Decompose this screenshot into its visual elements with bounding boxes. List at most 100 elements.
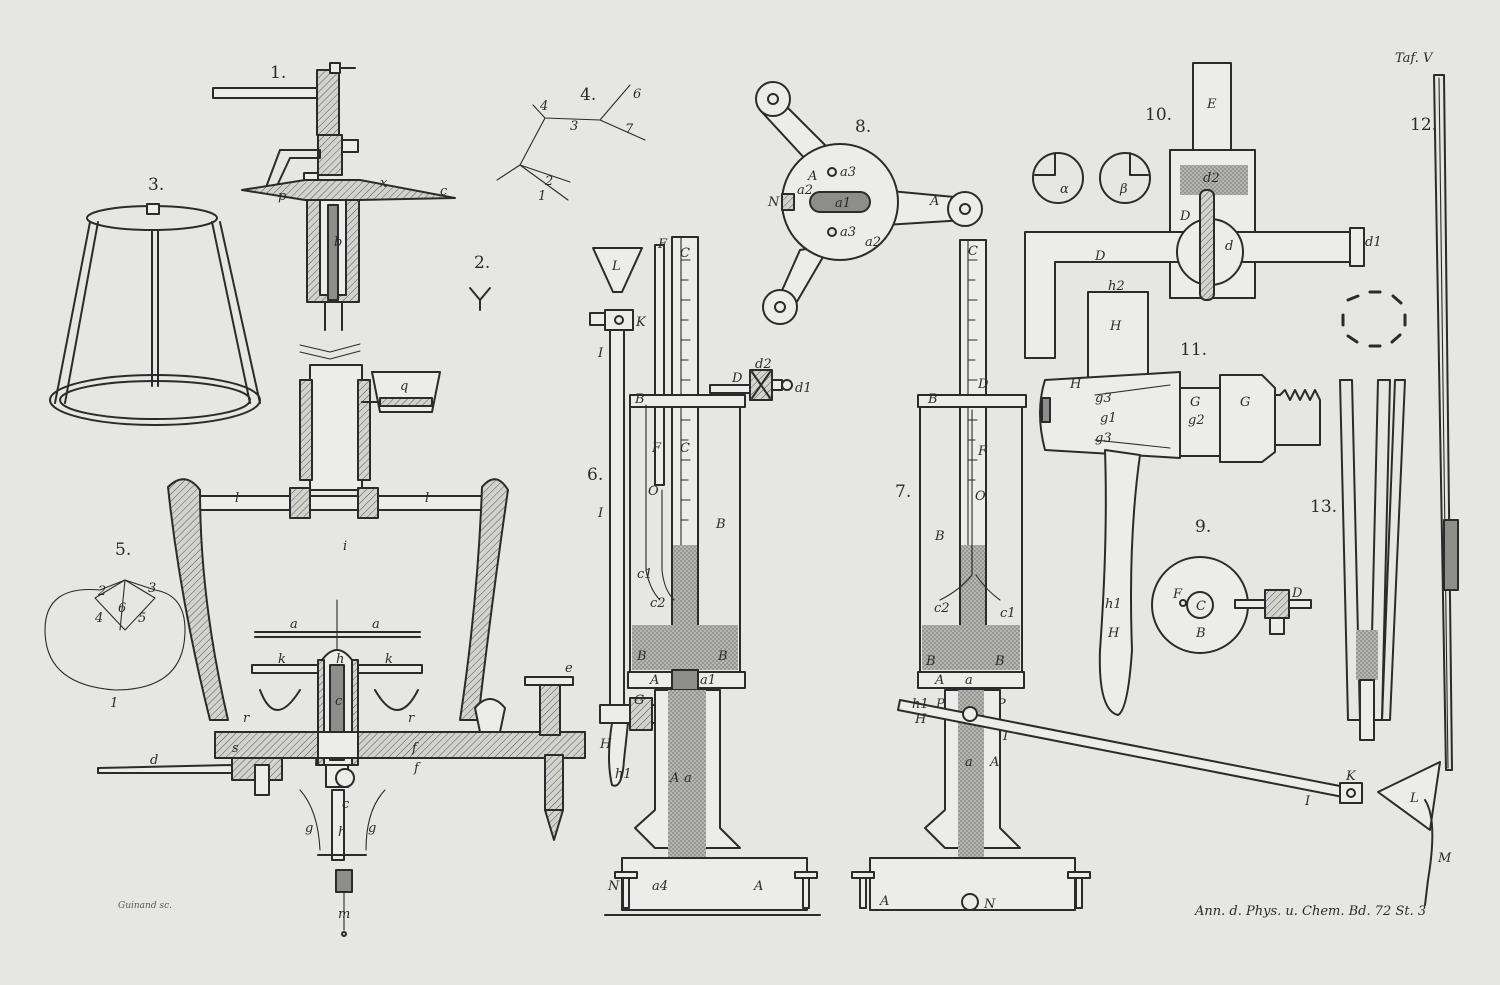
fig7-M: M — [1437, 851, 1452, 866]
fig7-a: a — [965, 755, 973, 770]
fig8-a3-bot: a3 — [840, 225, 856, 240]
fig6-K: K — [635, 315, 647, 330]
fig11-g3-2: g3 — [1095, 431, 1112, 446]
fig-4-number: 4. — [580, 85, 596, 105]
label-x: x — [380, 176, 388, 191]
fig7-A-3: A — [879, 894, 889, 909]
fig11-g3-1: g3 — [1095, 391, 1112, 406]
figure-3-cage: 3. — [49, 175, 261, 426]
label-l-left: l — [235, 491, 239, 506]
fig10-E: E — [1206, 97, 1217, 112]
figure-9-wheel: 9. C F B D — [1151, 517, 1312, 654]
figure-5-diagram: 5. 6 2 3 4 5 1 — [44, 540, 186, 711]
label-e: e — [565, 661, 573, 676]
fig9-D: D — [1291, 586, 1303, 601]
figure-11-tap: 11. h2 H H g3 g1 g3 G G g2 h1 H — [1039, 279, 1321, 716]
fig6-c1: c1 — [637, 567, 653, 582]
fig6-a1: a1 — [700, 673, 716, 688]
fig9-C: C — [1196, 599, 1206, 614]
fig5-n5: 5 — [138, 611, 146, 626]
label-h2: h — [338, 825, 346, 840]
fig6-d1: d1 — [795, 381, 812, 396]
figure-12-rod: 12. — [1410, 74, 1459, 771]
fig-6-number: 6. — [587, 465, 603, 485]
fig11-H-2: H — [1069, 377, 1082, 392]
fig6-B-low1: B — [636, 649, 647, 664]
figure-4-lines: 4. 1 2 3 4 6 7 — [496, 84, 646, 204]
fig-8-number: 8. — [855, 117, 871, 137]
fig6-H: H — [599, 737, 612, 752]
fig7-A-2: A — [989, 755, 999, 770]
fig6-I-1: I — [597, 346, 604, 361]
label-i: i — [343, 539, 347, 554]
fig-13-number: 13. — [1310, 497, 1337, 517]
label-b: b — [334, 235, 342, 250]
fig11-g2: g2 — [1188, 413, 1205, 428]
fig6-A-1: A — [649, 673, 659, 688]
fig10-D-1: D — [1179, 209, 1191, 224]
fig8-a3-top: a3 — [840, 165, 856, 180]
fig8-a2-2: a2 — [865, 235, 881, 250]
fig-1-number: 1. — [270, 63, 286, 83]
label-k-right: k — [385, 652, 393, 667]
fig7-N: N — [983, 897, 996, 912]
fig6-B-low2: B — [717, 649, 728, 664]
fig6-a4: a4 — [652, 879, 668, 894]
fig7-F: F — [977, 444, 988, 459]
fig8-N: N — [767, 195, 780, 210]
label-p: p — [278, 189, 287, 204]
fig4-n6: 6 — [633, 87, 641, 102]
label-h: h — [336, 652, 344, 667]
label-a-right: a — [372, 617, 380, 632]
fig7-c2: c2 — [934, 601, 950, 616]
fig6-N: N — [607, 879, 620, 894]
label-l-right: l — [425, 491, 429, 506]
fig4-n3: 3 — [570, 119, 578, 134]
fig11-H-1: H — [1109, 319, 1122, 334]
fig10-alpha: α — [1060, 182, 1069, 197]
label-r-left: r — [243, 711, 250, 726]
fig6-a2: a — [684, 771, 692, 786]
fig-12-number: 12. — [1410, 115, 1437, 135]
fig6-B-side: B — [715, 517, 726, 532]
label-g-left: g — [305, 821, 313, 836]
fig4-n2: 2 — [544, 174, 553, 189]
label-f-base: f — [411, 741, 419, 756]
fig7-I: I — [1002, 729, 1009, 744]
fig6-A-2: A — [669, 771, 679, 786]
figure-10-valve: 10. α β E d2 D D d1 d — [1024, 62, 1382, 359]
fig-3-number: 3. — [148, 175, 164, 195]
fig7-B-top: B — [927, 392, 938, 407]
fig-7-number: 7. — [895, 482, 911, 502]
plate-credit: Ann. d. Phys. u. Chem. Bd. 72 St. 3 — [1194, 904, 1426, 919]
fig6-D: D — [731, 371, 743, 386]
fig11-h2: h2 — [1108, 279, 1125, 294]
fig4-n1: 1 — [538, 189, 546, 204]
fig-9-number: 9. — [1195, 517, 1211, 537]
label-f-base2: f — [413, 761, 421, 776]
figure-2: 2. — [469, 253, 491, 311]
fig7-H: H — [914, 712, 927, 727]
label-s: s — [232, 741, 239, 756]
fig7-B-side: B — [934, 529, 945, 544]
fig11-G-2: G — [1240, 395, 1250, 410]
figure-6-apparatus: 6. L K I I G H h1 C C C — [587, 236, 821, 916]
fig7-h1: h1 — [912, 697, 929, 712]
fig6-F-mid: F — [651, 441, 662, 456]
fig6-d2: d2 — [755, 357, 772, 372]
fig6-A-3: A — [753, 879, 763, 894]
fig10-d1: d1 — [1365, 235, 1382, 250]
fig5-n2: 2 — [97, 584, 106, 599]
label-q: q — [400, 379, 408, 394]
fig8-a2-1: a2 — [797, 183, 813, 198]
label-k-left: k — [278, 652, 286, 667]
fig6-I-2: I — [597, 506, 604, 521]
fig11-g1: g1 — [1100, 411, 1117, 426]
fig9-F: F — [1172, 587, 1183, 602]
label-a-left: a — [290, 617, 298, 632]
fig7-B-low2: B — [994, 654, 1005, 669]
fig4-n7: 7 — [625, 122, 634, 137]
fig7-A: A — [934, 673, 944, 688]
fig10-d2: d2 — [1203, 171, 1220, 186]
